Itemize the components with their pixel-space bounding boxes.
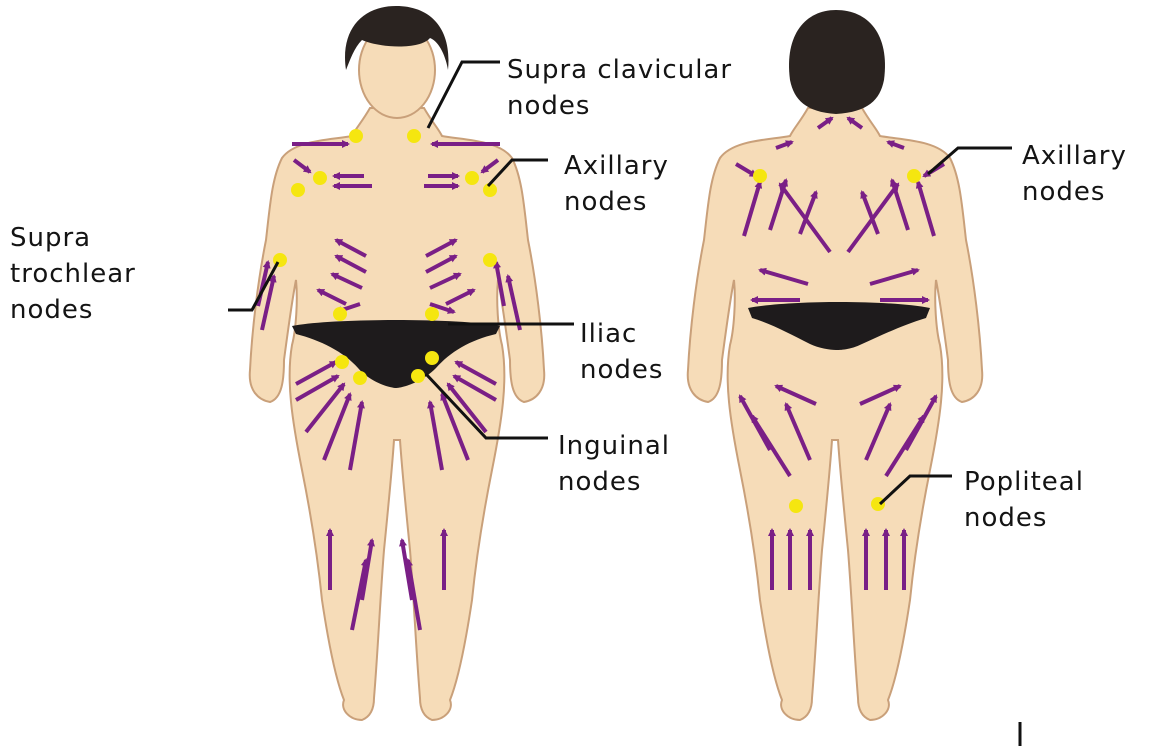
lymph-node-dot: [335, 355, 349, 369]
label-line: Popliteal: [964, 464, 1084, 500]
lymph-node-dot: [907, 169, 921, 183]
back-body-silhouette: [688, 108, 983, 720]
label-axillary-nodes-back: Axillary nodes: [1022, 138, 1127, 210]
lymph-node-dot: [333, 307, 347, 321]
front-figure: [250, 6, 545, 720]
lymph-node-dot: [483, 253, 497, 267]
label-popliteal-nodes: Popliteal nodes: [964, 464, 1084, 536]
label-iliac-nodes: Iliac nodes: [580, 316, 663, 388]
label-line: trochlear: [10, 256, 136, 292]
label-line: nodes: [10, 292, 136, 328]
label-line: Supra clavicular: [507, 52, 732, 88]
label-line: Axillary: [564, 148, 669, 184]
lymph-node-dot: [411, 369, 425, 383]
label-line: nodes: [1022, 174, 1127, 210]
label-line: nodes: [580, 352, 663, 388]
label-line: nodes: [507, 88, 732, 124]
label-line: nodes: [564, 184, 669, 220]
lymph-node-dot: [465, 171, 479, 185]
label-supra-clavicular-nodes: Supra clavicular nodes: [507, 52, 732, 124]
label-line: nodes: [558, 464, 670, 500]
lymph-node-dot: [425, 351, 439, 365]
lymph-node-dot: [313, 171, 327, 185]
lymph-node-dot: [753, 169, 767, 183]
lymph-node-dot: [425, 307, 439, 321]
lymph-node-dot: [407, 129, 421, 143]
lymph-node-dot: [871, 497, 885, 511]
front-body-silhouette: [250, 108, 545, 720]
label-supra-trochlear-nodes: Supra trochlear nodes: [10, 220, 136, 328]
label-line: nodes: [964, 500, 1084, 536]
label-line: Inguinal: [558, 428, 670, 464]
lymph-node-dot: [353, 371, 367, 385]
lymph-node-dot: [349, 129, 363, 143]
back-hair: [789, 10, 885, 114]
label-inguinal-nodes: Inguinal nodes: [558, 428, 670, 500]
label-line: Iliac: [580, 316, 663, 352]
label-line: Axillary: [1022, 138, 1127, 174]
leader-supra-clavicular: [428, 62, 500, 128]
lymph-node-dot: [789, 499, 803, 513]
lymph-node-dot: [291, 183, 305, 197]
label-line: Supra: [10, 220, 136, 256]
label-axillary-nodes-front: Axillary nodes: [564, 148, 669, 220]
